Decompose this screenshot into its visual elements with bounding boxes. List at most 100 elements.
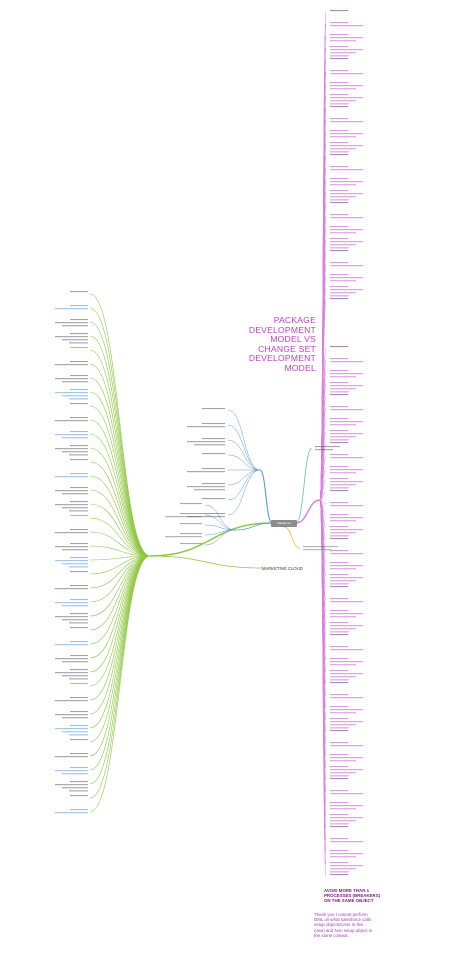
marketing-leaf-text [55, 420, 88, 422]
dev-leaf-text [330, 871, 349, 873]
dev-leaf-text [330, 769, 363, 771]
admin-leaf-text [202, 513, 225, 515]
marketing-leaf-link [89, 307, 151, 557]
marketing-leaf-link [89, 489, 151, 557]
dev-leaf-text [330, 757, 363, 759]
marketing-leaf-link [89, 545, 151, 557]
dev-leaf-text [330, 562, 348, 564]
marketing-leaf-text [70, 571, 88, 573]
admin-sub-link [234, 522, 273, 531]
dev-leaf-text [330, 58, 348, 60]
dev-leaf-text [330, 409, 363, 411]
admin-leaf-text [202, 438, 225, 440]
dev-leaf-link [319, 467, 327, 501]
dev-leaf-text [330, 145, 363, 147]
dev-leaf-text [330, 142, 348, 144]
marketing-leaf-text [62, 787, 88, 789]
marketing-leaf-text [70, 613, 88, 615]
marketing-leaf-link [89, 555, 151, 589]
dev-leaf-text [330, 526, 348, 528]
dev-leaf-text [330, 568, 356, 570]
dev-leaf-text [330, 388, 356, 390]
marketing-leaf-text [55, 546, 88, 548]
marketing-leaf-link [89, 447, 151, 557]
admin-sub-leaf-text [165, 536, 202, 538]
dev-leaf-text [330, 856, 356, 858]
marketing-leaf-text [70, 431, 88, 433]
marketing-leaf-text [70, 557, 88, 559]
admin-leaf-text [194, 444, 225, 446]
marketing-leaf-text [55, 812, 88, 814]
dev-leaf-text [330, 148, 356, 150]
dev-leaf-text [330, 52, 356, 54]
marketing-leaf-link [89, 419, 151, 557]
dev-leaf-text [330, 721, 363, 723]
dev-leaf-text [330, 190, 348, 192]
dev-leaf-link [319, 499, 327, 877]
marketing-leaf-text [55, 560, 88, 562]
dev-leaf-text [330, 196, 356, 198]
dev-leaf-text [330, 826, 348, 828]
marketing-leaf-text [62, 731, 88, 733]
marketing-leaf-text [69, 734, 88, 736]
marketing-leaf-text [62, 563, 88, 565]
dev-leaf-text [330, 487, 349, 489]
dev-leaf-text [330, 265, 363, 267]
dev-leaf-text [330, 610, 348, 612]
dev-leaf-text [330, 490, 348, 492]
dev-leaf-text [330, 745, 363, 747]
marketing-leaf-link [89, 555, 151, 631]
admin-leaf-text [202, 423, 225, 425]
dev-leaf-text [330, 772, 356, 774]
dev-leaf-text [330, 841, 363, 843]
dev-leaf-text [330, 865, 363, 867]
marketing-leaf-text [55, 308, 88, 310]
dev-leaf-text [330, 850, 348, 852]
admin-leaf-link [227, 439, 261, 471]
marketing-cloud-branch-label[interactable]: MARKETING CLOUD [262, 566, 303, 571]
dev-leaf-text [330, 136, 356, 138]
dev-leaf-text [330, 25, 363, 27]
dev-leaf-text [330, 133, 363, 135]
dev-leaf-text [330, 454, 348, 456]
dev-leaf-text [330, 286, 348, 288]
dev-leaf-text [330, 49, 363, 51]
dev-leaf-text [330, 790, 348, 792]
dev-leaf-text [330, 820, 356, 822]
dev-leaf-text [330, 586, 348, 588]
marketing-leaf-text [70, 641, 88, 643]
marketing-leaf-text [70, 403, 88, 405]
dev-leaf-text [330, 34, 348, 36]
dev-leaf-text [330, 532, 356, 534]
admin-leaf-text [187, 441, 225, 443]
dev-leaf-text [330, 289, 363, 291]
marketing-leaf-text [55, 392, 88, 394]
marketing-leaf-text [62, 619, 88, 621]
marketing-leaf-link [89, 391, 151, 557]
marketing-leaf-text [55, 434, 88, 436]
dev-leaf-text [330, 862, 348, 864]
dev-leaf-text [330, 55, 349, 57]
marketing-leaf-text [69, 510, 88, 512]
dev-leaf-text [330, 358, 348, 360]
dev-leaf-text [330, 565, 363, 567]
central-topic-node[interactable]: Salesforce [271, 520, 297, 527]
dev-leaf-text [330, 97, 363, 99]
dev-leaf-text [330, 718, 348, 720]
dev-leaf-text [330, 442, 348, 444]
admin-leaf-link [227, 454, 261, 471]
dev-leaf-text [330, 181, 363, 183]
marketing-leaf-text [62, 549, 88, 551]
marketing-leaf-link [89, 405, 151, 557]
admin-leaf-text [194, 489, 225, 491]
marketing-leaf-text [55, 532, 88, 534]
dev-leaf-text [330, 292, 356, 294]
dev-leaf-text [330, 406, 348, 408]
marketing-leaf-text [55, 658, 88, 660]
admin-sub-leaf-link [204, 514, 236, 531]
marketing-leaf-text [70, 291, 88, 293]
marketing-leaf-text [69, 678, 88, 680]
dev-leaf-text [330, 553, 363, 555]
dev-leaf-text [330, 628, 356, 630]
